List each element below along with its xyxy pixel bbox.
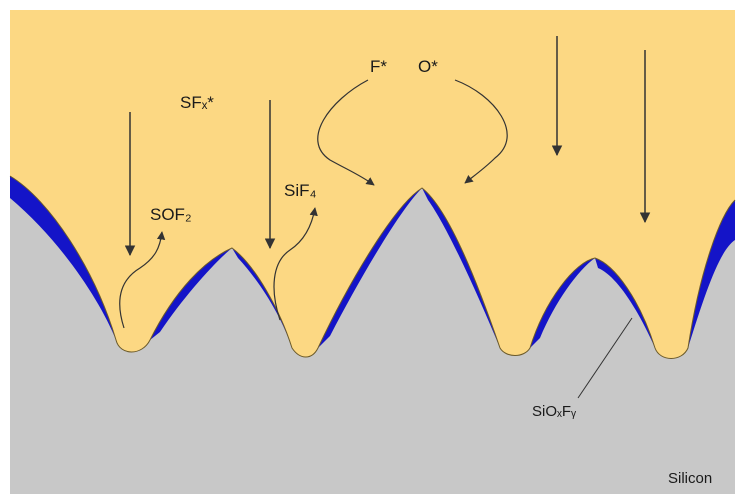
passivation-layer <box>150 248 232 340</box>
sof2-outflow-arrow <box>119 231 166 329</box>
oxygen-radical-arrow <box>454 79 508 184</box>
sif4-outflow-arrow <box>273 207 318 321</box>
sioxfy-label: SiOₓFᵧ <box>532 403 576 420</box>
passivation-layer <box>688 200 735 348</box>
silicon-label: Silicon <box>668 470 712 487</box>
passivation-layer <box>595 258 655 348</box>
etch-profile-outline <box>9 175 736 359</box>
passivation-layer <box>10 176 116 340</box>
o-radical-label: O* <box>418 57 438 76</box>
passivation-layer <box>232 248 292 348</box>
sfx-label: SFₓ* <box>180 93 214 112</box>
f-radical-label: F* <box>370 57 387 76</box>
sif4-label: SiF₄ <box>284 181 317 200</box>
sof2-label: SOF₂ <box>150 205 192 224</box>
sioxfy-leader-line <box>577 317 633 399</box>
passivation-layer <box>530 258 595 348</box>
passivation-layer <box>318 188 422 348</box>
fluorine-radical-arrow <box>317 79 375 186</box>
